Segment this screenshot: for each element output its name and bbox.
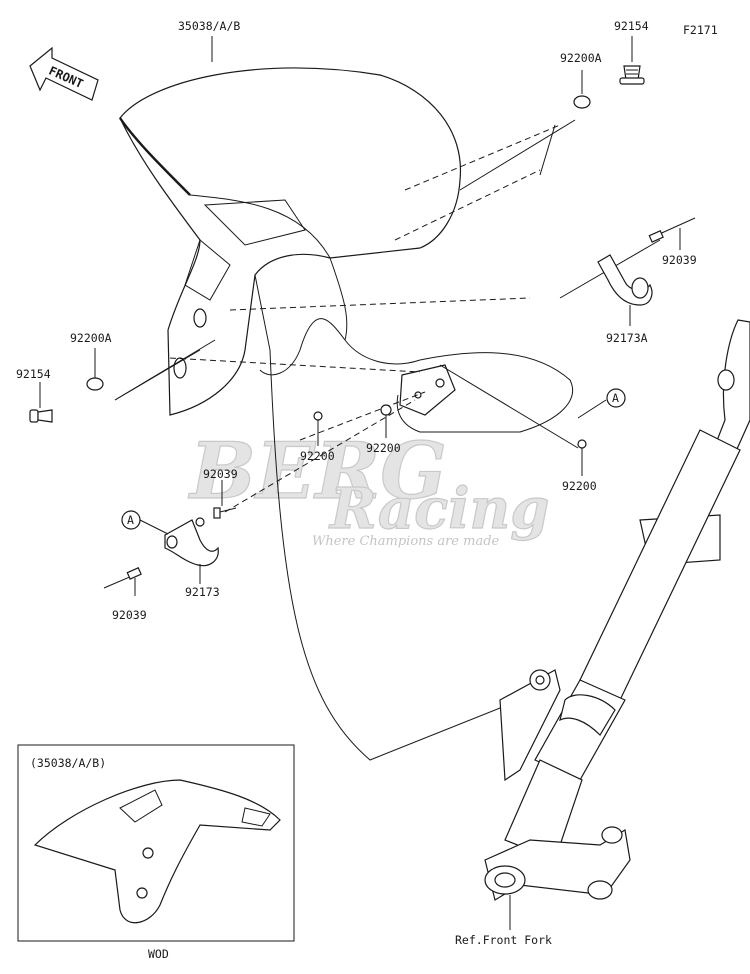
bracket-right-icon xyxy=(597,254,653,306)
leader-callout-left xyxy=(139,519,169,535)
inset-caption: WOD xyxy=(148,947,169,961)
label-bracket-right: 92173A xyxy=(606,331,648,345)
pin-left-top-icon xyxy=(213,507,237,519)
label-pin-left-top: 92039 xyxy=(203,467,238,481)
label-washer-center-1: 92200 xyxy=(300,449,335,463)
label-pin-top-right: 92039 xyxy=(662,253,697,267)
watermark: BERG Racing Where Champions are made xyxy=(187,425,550,549)
fender-mount-boss xyxy=(399,364,456,416)
label-fork-reference: Ref.Front Fork xyxy=(455,933,552,947)
callout-right-letter: A xyxy=(612,391,619,405)
watermark-brand: BERG xyxy=(188,426,447,517)
inset-title: (35038/A/B) xyxy=(30,756,106,770)
front-fork xyxy=(484,319,750,901)
figure-code: F2171 xyxy=(683,23,718,37)
label-bolt-left: 92154 xyxy=(16,367,51,381)
label-bracket-left: 92173 xyxy=(185,585,220,599)
washer-center-1-icon xyxy=(313,411,323,421)
pin-top-right-icon xyxy=(648,217,696,243)
fender-vent xyxy=(203,199,306,246)
label-pin-left-bottom: 92039 xyxy=(112,608,147,622)
washer-right-icon xyxy=(577,439,587,449)
washer-top-icon xyxy=(573,95,591,109)
label-bolt-top: 92154 xyxy=(614,19,649,33)
label-washer-top: 92200A xyxy=(560,51,602,65)
watermark-sub-brand: Racing xyxy=(328,476,549,542)
bolt-top-icon xyxy=(619,65,645,85)
bolt-left-icon xyxy=(29,409,53,423)
bracket-left-icon xyxy=(164,517,219,567)
leader-callout-right xyxy=(577,399,607,419)
washer-left-icon xyxy=(86,377,104,391)
label-washer-right: 92200 xyxy=(562,479,597,493)
fender-hole-upper xyxy=(193,308,207,328)
front-fender xyxy=(119,67,573,761)
pin-left-bottom-icon xyxy=(103,567,142,589)
inset-panel: (35038/A/B) xyxy=(17,744,295,942)
label-washer-left: 92200A xyxy=(70,331,112,345)
washer-center-2-icon xyxy=(380,404,392,416)
inset-fender-icon xyxy=(33,779,281,924)
callout-left-letter: A xyxy=(127,513,134,527)
callout-left xyxy=(121,510,141,530)
label-fender: 35038/A/B xyxy=(178,19,240,33)
front-arrow-icon: FRONT xyxy=(29,46,99,101)
watermark-tagline: Where Champions are made xyxy=(312,534,500,549)
label-washer-center-2: 92200 xyxy=(366,441,401,455)
callout-right xyxy=(606,388,626,408)
